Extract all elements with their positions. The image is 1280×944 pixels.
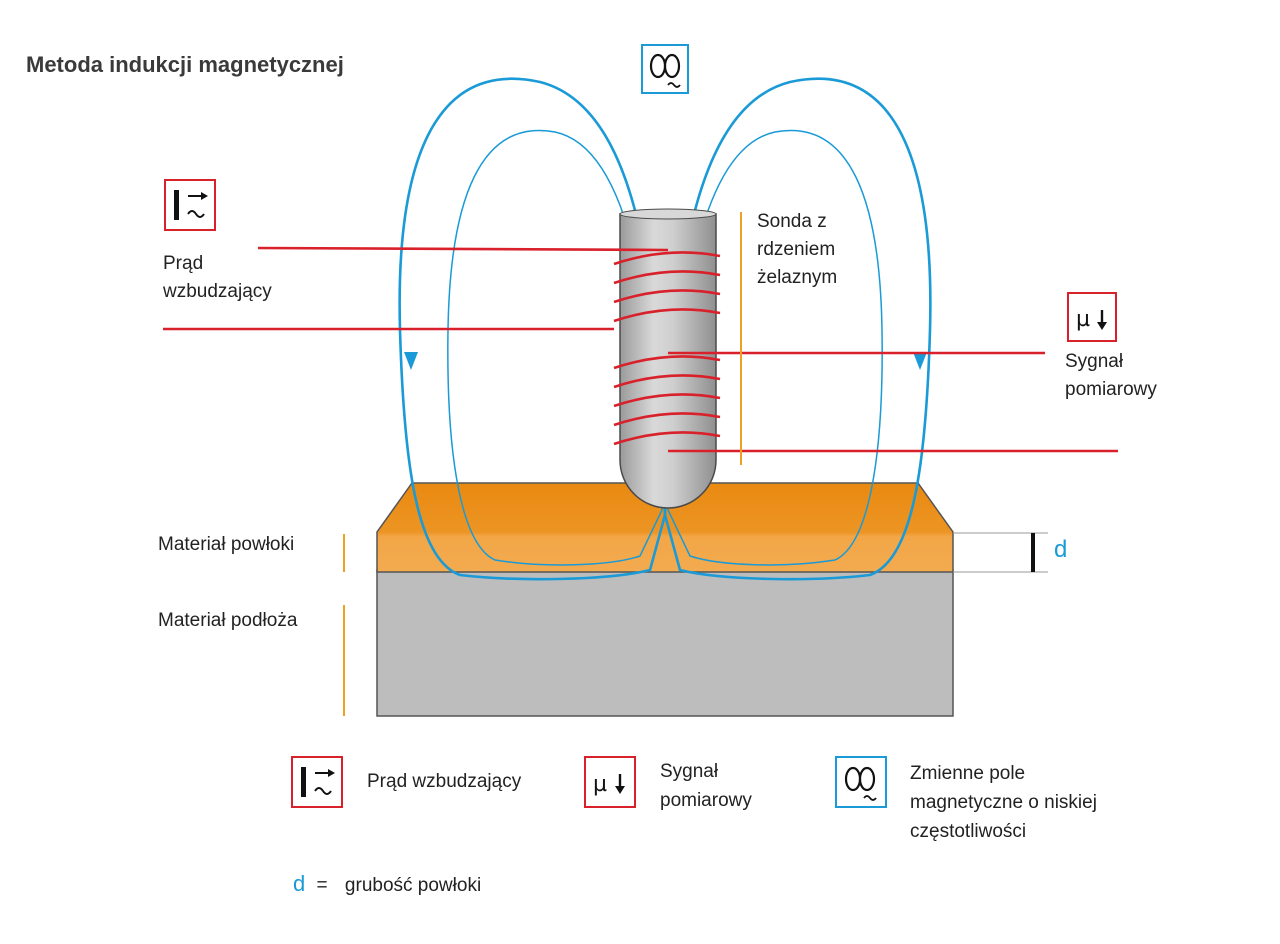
legend-current-source-icon bbox=[291, 756, 343, 808]
current-source-icon bbox=[164, 179, 216, 231]
legend-excitation-text: Prąd wzbudzający bbox=[367, 771, 522, 792]
field-arrow-right bbox=[913, 352, 927, 370]
probe-label-line2: rdzeniem bbox=[757, 239, 836, 260]
coil-windings bbox=[613, 251, 721, 446]
legend-thickness: d = grubość powłoki bbox=[293, 869, 481, 900]
signal-label-line1: Sygnał bbox=[1065, 351, 1124, 372]
legend-signal-line2: pomiarowy bbox=[660, 790, 752, 811]
mu-down-arrow-icon: µ bbox=[1067, 292, 1117, 342]
label-markers bbox=[343, 212, 742, 716]
field-icon-top bbox=[641, 44, 689, 94]
probe-label-line1: Sonda z bbox=[757, 211, 827, 232]
legend-field-line1: Zmienne pole bbox=[910, 763, 1026, 784]
legend-field-line2: magnetyczne o niskiej bbox=[910, 792, 1097, 813]
excitation-label-line1: Prąd bbox=[163, 253, 204, 274]
legend-mu-down-arrow-icon: µ bbox=[584, 756, 636, 808]
svg-text:µ: µ bbox=[593, 772, 607, 797]
signal-wires bbox=[668, 351, 1118, 453]
substrate-label: Materiał podłoża bbox=[158, 610, 298, 631]
legend-d-equals: = bbox=[316, 875, 328, 896]
legend-double-coil-tilde-icon bbox=[835, 756, 887, 808]
legend-d-symbol: d bbox=[293, 871, 306, 896]
diagram-title: Metoda indukcji magnetycznej bbox=[26, 52, 344, 77]
legend-signal-line1: Sygnał bbox=[660, 761, 719, 782]
legend-signal-text: Sygnał pomiarowy bbox=[660, 757, 752, 815]
legend-field-line3: częstotliwości bbox=[910, 821, 1027, 842]
iron-core-probe bbox=[619, 208, 717, 509]
substrate-block bbox=[376, 569, 954, 717]
excitation-label-line2: wzbudzający bbox=[163, 281, 272, 302]
thickness-indicator bbox=[953, 532, 1048, 573]
signal-label: Sygnał pomiarowy bbox=[1065, 348, 1157, 404]
coating-label: Materiał powłoki bbox=[158, 534, 295, 555]
thickness-symbol: d bbox=[1054, 536, 1068, 563]
excitation-label: Prąd wzbudzający bbox=[163, 250, 272, 306]
legend-d-text: grubość powłoki bbox=[344, 875, 482, 896]
probe-label-line3: żelaznym bbox=[757, 267, 838, 288]
signal-label-line2: pomiarowy bbox=[1065, 379, 1157, 400]
legend-field-text: Zmienne pole magnetyczne o niskiej częst… bbox=[910, 759, 1097, 846]
excitation-wires bbox=[163, 246, 669, 331]
field-arrow-left bbox=[404, 352, 418, 370]
svg-text:µ: µ bbox=[1076, 307, 1090, 332]
probe-label: Sonda z rdzeniem żelaznym bbox=[757, 208, 837, 292]
